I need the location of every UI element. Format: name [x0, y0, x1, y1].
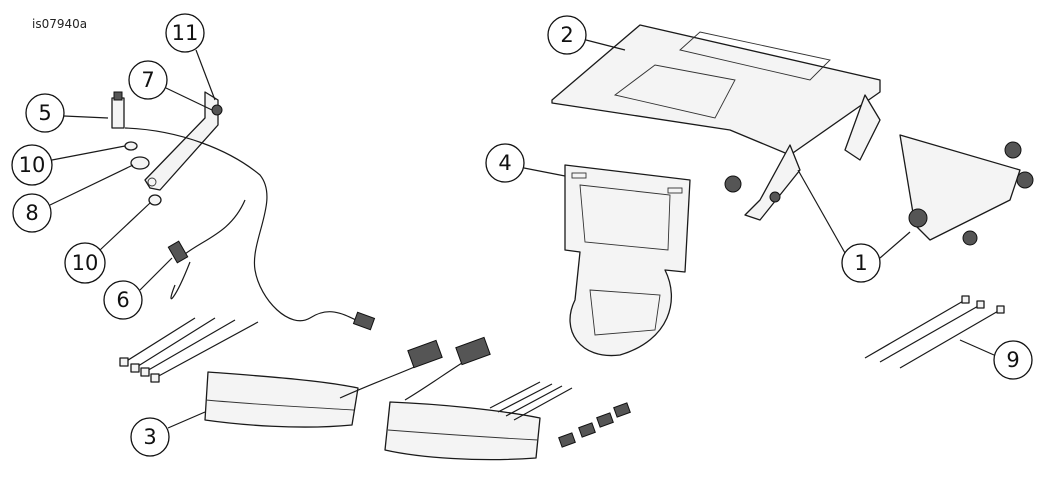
bulb-socket [111, 91, 125, 129]
callout-number: 3 [143, 425, 156, 449]
license-plate-light-bracket [144, 91, 223, 191]
callout-7: 7 [128, 60, 168, 100]
connector-6 [167, 240, 189, 264]
callout-number: 9 [1006, 348, 1019, 372]
callout-number: 8 [25, 201, 38, 225]
callout-number: 11 [172, 21, 199, 45]
callout-4: 4 [485, 143, 525, 183]
cable-straps-left [119, 317, 259, 383]
mounting-brackets [724, 134, 1034, 246]
callout-5: 5 [25, 93, 65, 133]
callout-3: 3 [130, 417, 170, 457]
callout-11: 11 [165, 13, 205, 53]
callout-number: 5 [38, 101, 51, 125]
figure-id: is07940a [32, 17, 87, 31]
callout-number: 1 [854, 251, 867, 275]
license-plate-bracket [564, 164, 691, 357]
callout-number: 10 [19, 153, 46, 177]
tour-pak-rack [551, 24, 881, 221]
leader-lines [49, 39, 995, 429]
cable-straps-right [864, 295, 1005, 369]
adhesive-clips [558, 402, 631, 448]
callout-number: 7 [141, 68, 154, 92]
callout-10-upper: 10 [11, 144, 53, 186]
callout-number: 6 [116, 288, 129, 312]
callout-8: 8 [12, 193, 52, 233]
light-bar-left [204, 339, 443, 428]
callout-1: 1 [841, 243, 881, 283]
callout-number: 2 [560, 23, 573, 47]
callout-6: 6 [103, 280, 143, 320]
wiring-harness [124, 127, 376, 331]
light-bar-right [384, 336, 541, 461]
callout-number: 10 [72, 251, 99, 275]
cable-straps-middle [489, 381, 573, 421]
callout-9: 9 [993, 340, 1033, 380]
callout-number: 4 [498, 151, 511, 175]
callout-2: 2 [547, 15, 587, 55]
washers-nuts [124, 141, 162, 206]
callout-10-lower: 10 [64, 242, 106, 284]
